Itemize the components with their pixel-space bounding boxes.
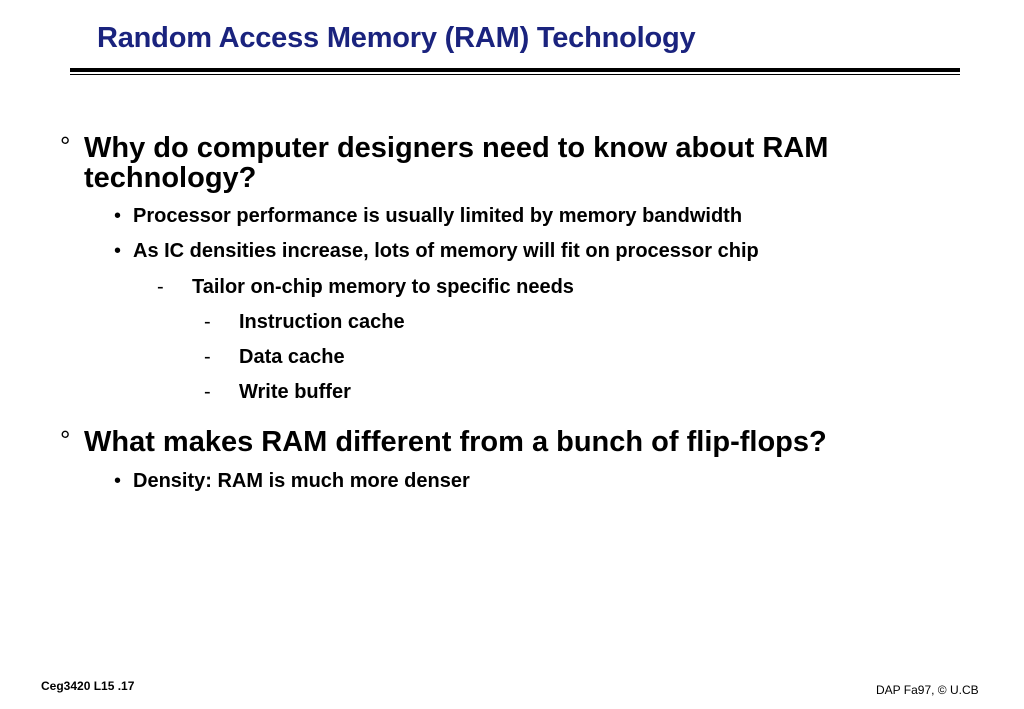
- sub-sub-bullet-1-2-1-text: Tailor on-chip memory to specific needs: [192, 276, 574, 298]
- level4-bullet-3: - Write buffer: [204, 381, 351, 403]
- degree-bullet-marker: °: [60, 425, 71, 455]
- level4-bullet-1: - Instruction cache: [204, 311, 405, 333]
- level4-bullet-2-text: Data cache: [239, 346, 345, 368]
- sub-bullet-1-1-text: Processor performance is usually limited…: [133, 205, 743, 227]
- degree-bullet-marker: °: [60, 131, 71, 161]
- sub-bullet-1-2-text: As IC densities increase, lots of memory…: [133, 240, 759, 262]
- dot-bullet-marker: •: [114, 470, 122, 492]
- sub-sub-bullet-1-2-1: - Tailor on-chip memory to specific need…: [157, 276, 574, 298]
- level4-bullet-2: - Data cache: [204, 346, 345, 368]
- footer-course-id: Ceg3420 L15 .17: [41, 679, 135, 693]
- dash-bullet-marker: -: [204, 346, 211, 368]
- sub-bullet-2-1-text: Density: RAM is much more denser: [133, 470, 470, 492]
- sub-bullet-2-1: • Density: RAM is much more denser: [114, 470, 470, 492]
- bullet-1: ° Why do computer designers need to know…: [60, 131, 829, 164]
- title-divider-thick: [70, 68, 960, 72]
- dash-bullet-marker: -: [204, 311, 211, 333]
- dash-bullet-marker: -: [157, 276, 164, 298]
- dot-bullet-marker: •: [114, 240, 122, 262]
- bullet-1-text-line1: Why do computer designers need to know a…: [84, 132, 829, 164]
- slide-title: Random Access Memory (RAM) Technology: [97, 22, 696, 54]
- bullet-1-text-line2: technology?: [84, 162, 257, 194]
- level4-bullet-1-text: Instruction cache: [239, 311, 405, 333]
- sub-bullet-1-2: • As IC densities increase, lots of memo…: [114, 240, 759, 262]
- bullet-2: ° What makes RAM different from a bunch …: [60, 425, 827, 458]
- dot-bullet-marker: •: [114, 205, 122, 227]
- sub-bullet-1-1: • Processor performance is usually limit…: [114, 205, 743, 227]
- title-divider-thin: [70, 74, 960, 75]
- footer-copyright: DAP Fa97, © U.CB: [876, 683, 979, 697]
- dash-bullet-marker: -: [204, 381, 211, 403]
- bullet-2-text: What makes RAM different from a bunch of…: [84, 426, 827, 458]
- bullet-1-continuation: technology?: [84, 163, 256, 193]
- level4-bullet-3-text: Write buffer: [239, 381, 351, 403]
